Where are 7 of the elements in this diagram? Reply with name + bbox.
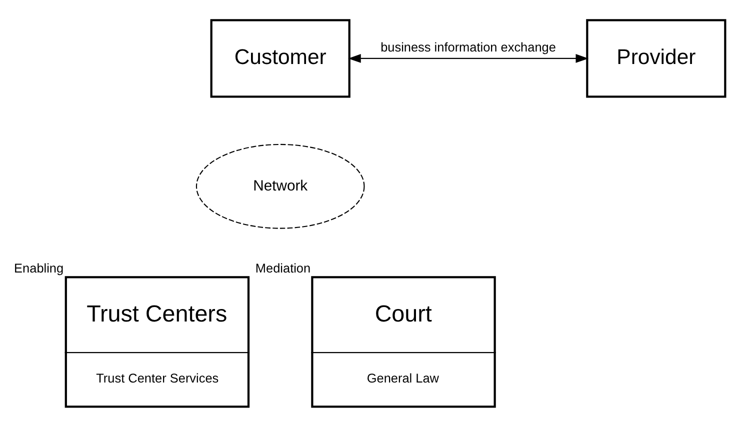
node-label: Mediation bbox=[255, 260, 311, 276]
node-box: Provider bbox=[586, 19, 726, 98]
arrow bbox=[348, 54, 588, 63]
edge-label: business information exchange bbox=[380, 40, 556, 55]
node-label: Enabling bbox=[14, 260, 64, 276]
node-box: Customer bbox=[210, 19, 350, 98]
node-ellipse: Network bbox=[196, 144, 365, 229]
